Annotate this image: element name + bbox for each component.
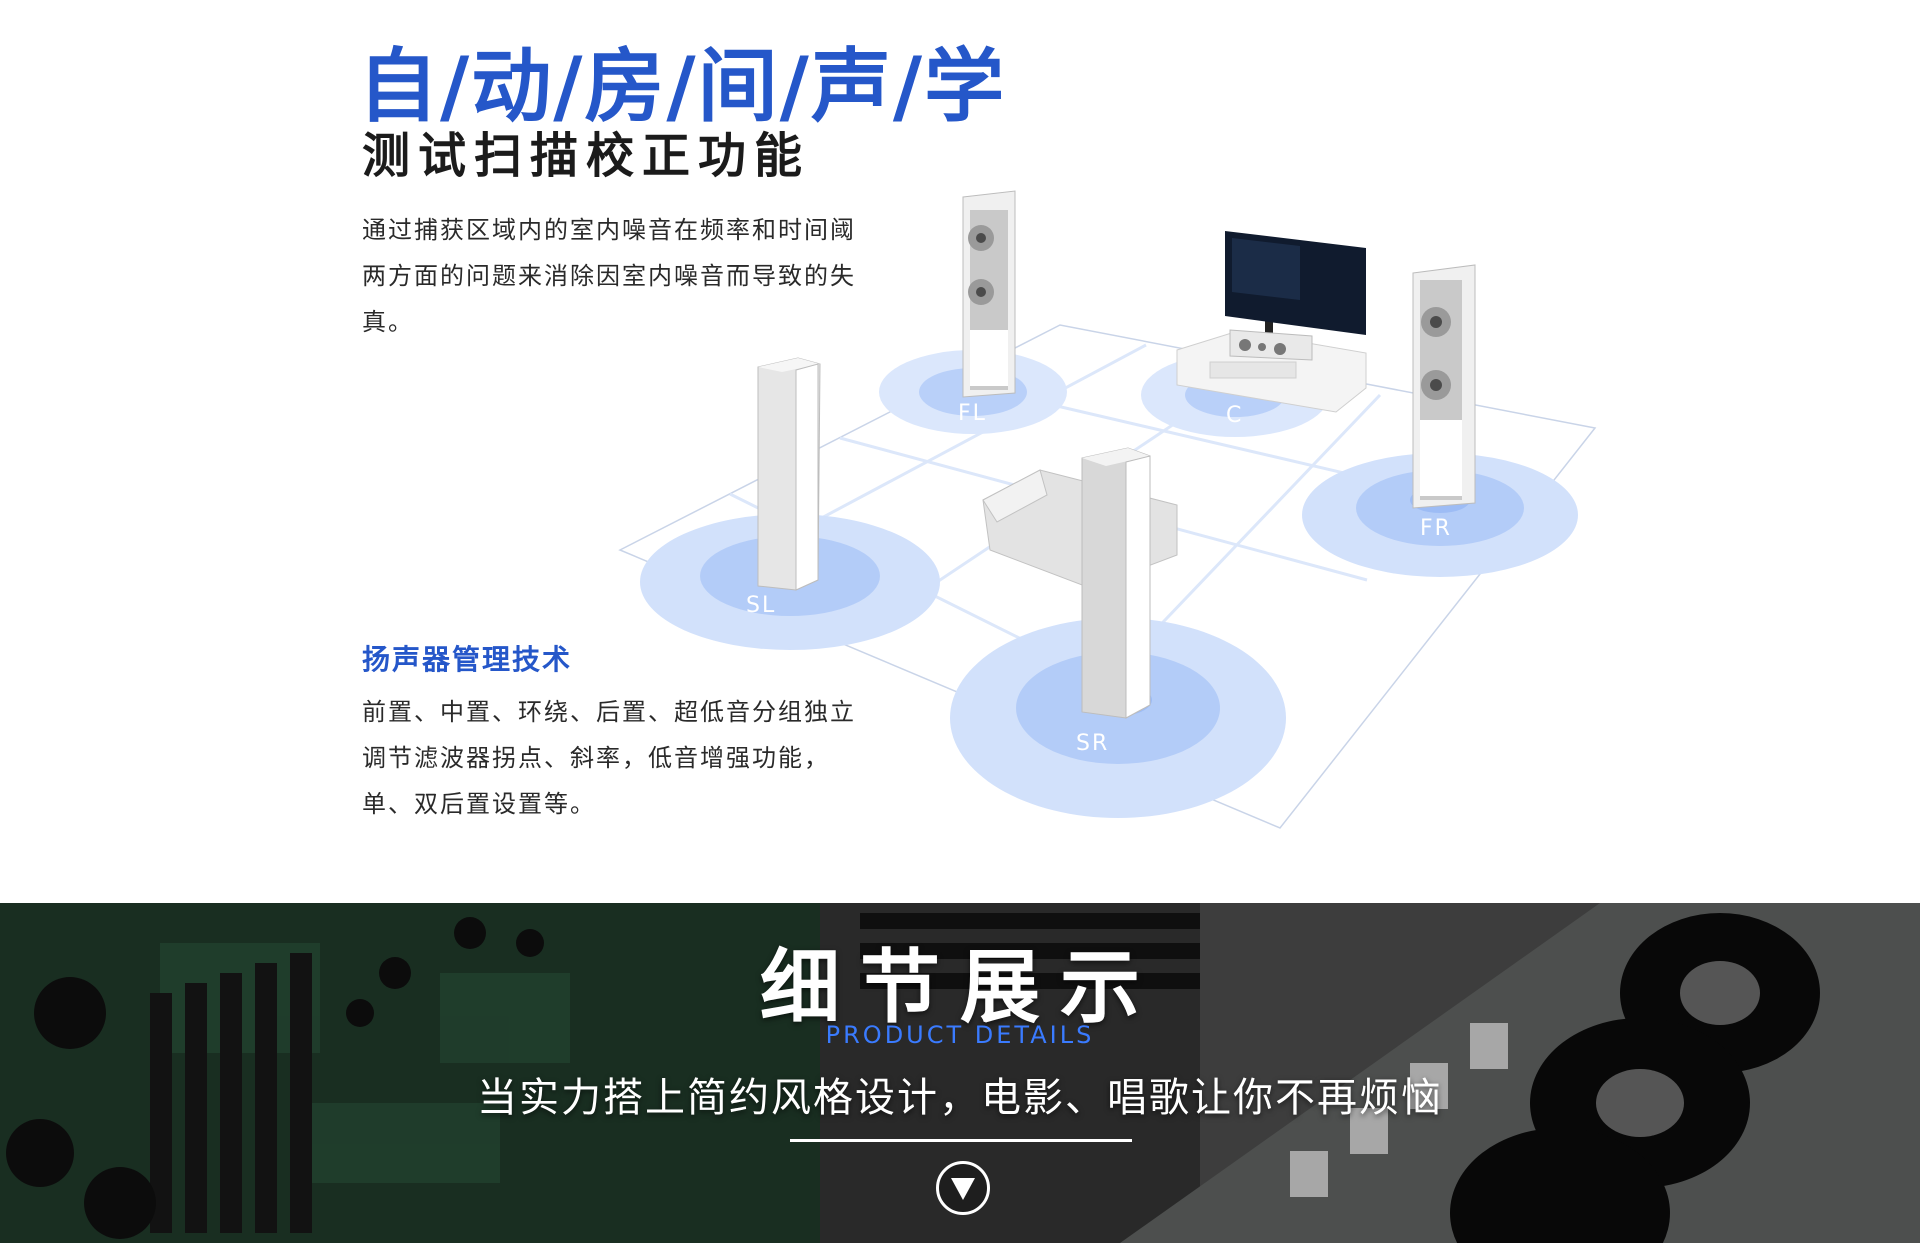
speaker-fl	[962, 190, 1016, 398]
details-title: 细节展示	[760, 941, 1160, 1034]
intro-text: 通过捕获区域内的室内噪音在频率和时间阈两方面的问题来消除因室内噪音而导致的失真。	[362, 216, 856, 336]
chevron-down-icon	[951, 1178, 975, 1200]
divider-line	[790, 1139, 1132, 1142]
label-fl: FL	[958, 401, 987, 426]
speaker-layout-diagram: FL C FR SL SR	[618, 190, 1597, 829]
details-english-title: PRODUCT DETAILS	[825, 1021, 1095, 1049]
label-c: C	[1226, 403, 1243, 428]
tv-screen	[1225, 231, 1366, 340]
label-sl: SL	[746, 593, 776, 618]
speaker-management-text: 前置、中置、环绕、后置、超低音分组独立调节滤波器拐点、斜率，低音增强功能，单、双…	[362, 698, 856, 818]
label-sr: SR	[1076, 731, 1109, 756]
center-speaker	[1229, 329, 1313, 361]
page-title: 自/动/房/间/声/学	[358, 40, 1007, 133]
acoustic-section: 自/动/房/间/声/学 测试扫描校正功能 通过捕获区域内的室内噪音在频率和时间阈…	[358, 40, 1597, 829]
tv-cabinet	[1176, 330, 1367, 413]
speaker-fr	[1412, 264, 1476, 509]
details-slogan: 当实力搭上简约风格设计，电影、唱歌让你不再烦恼	[477, 1075, 1443, 1121]
product-details-banner: 细节展示 PRODUCT DETAILS 当实力搭上简约风格设计，电影、唱歌让你…	[0, 903, 1920, 1243]
page-subtitle: 测试扫描校正功能	[362, 128, 811, 184]
label-fr: FR	[1420, 516, 1452, 541]
speaker-management-heading: 扬声器管理技术	[362, 643, 573, 676]
speaker-sr	[1081, 447, 1151, 719]
chevron-down-circle-icon[interactable]	[936, 1161, 990, 1215]
zone-fr	[1302, 453, 1578, 577]
speaker-sl	[757, 357, 821, 591]
